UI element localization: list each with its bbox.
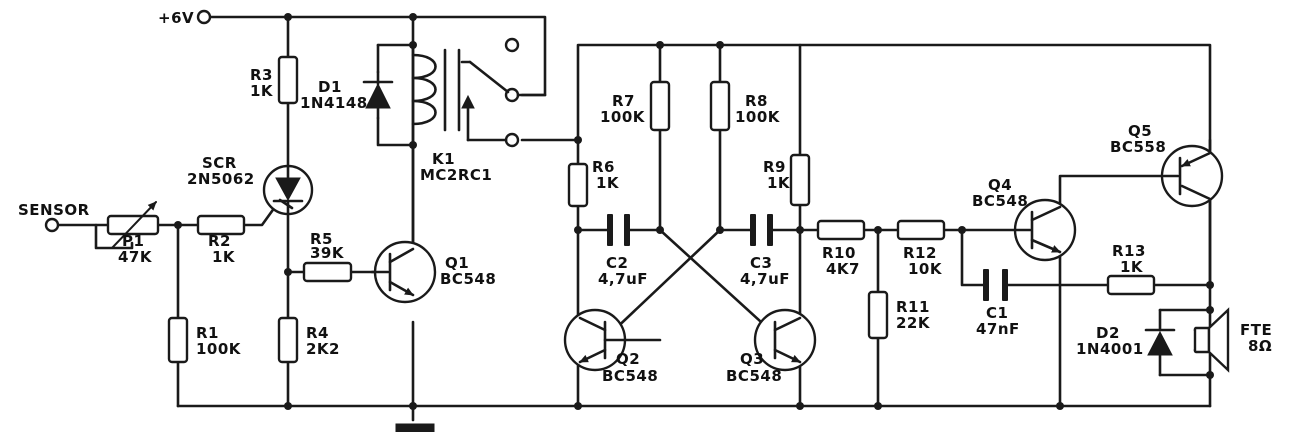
r8-ref: R8 — [745, 92, 768, 110]
r4-value: 2K2 — [306, 340, 340, 358]
transistor-q4 — [1013, 198, 1077, 262]
r6-value: 1K — [596, 174, 620, 192]
d1-value: 1N4148 — [300, 94, 368, 112]
r2-value: 1K — [212, 248, 236, 266]
r9-value: 1K — [767, 174, 791, 192]
resistor-r3 — [277, 55, 299, 105]
q4-value: BC548 — [972, 192, 1028, 210]
relay-k1 — [411, 37, 547, 148]
r7-value: 100K — [600, 108, 646, 126]
r11-value: 22K — [896, 314, 931, 332]
resistor-r1 — [167, 316, 189, 364]
capacitor-c3 — [750, 214, 773, 246]
r10-ref: R10 — [822, 244, 856, 262]
wires — [56, 15, 1212, 432]
r13-ref: R13 — [1112, 242, 1146, 260]
r7-ref: R7 — [612, 92, 635, 110]
c1-ref: C1 — [986, 304, 1008, 322]
resistor-r13 — [1106, 274, 1156, 296]
r5-value: 39K — [310, 244, 345, 262]
resistor-r7 — [649, 80, 671, 132]
q1-value: BC548 — [440, 270, 496, 288]
capacitor-c2 — [607, 214, 630, 246]
k1-value: MC2RC1 — [420, 166, 492, 184]
scr-2n5062 — [262, 164, 314, 216]
r6-ref: R6 — [592, 158, 615, 176]
r12-value: 10K — [908, 260, 943, 278]
r3-value: 1K — [250, 82, 274, 100]
c2-ref: C2 — [606, 254, 628, 272]
junctions — [174, 13, 1214, 410]
q2-value: BC548 — [602, 367, 658, 385]
fte-value: 8Ω — [1248, 337, 1272, 355]
d2-ref: D2 — [1096, 324, 1120, 342]
p1-ref: P1 — [122, 232, 144, 250]
transistor-q1 — [370, 240, 437, 304]
resistor-r9 — [789, 153, 811, 207]
q3-ref: Q3 — [740, 350, 764, 368]
r10-value: 4K7 — [826, 260, 860, 278]
q2-ref: Q2 — [616, 350, 640, 368]
resistor-r6 — [567, 162, 589, 208]
capacitor-c1 — [983, 269, 1008, 301]
c1-value: 47nF — [976, 320, 1020, 338]
q5-ref: Q5 — [1128, 122, 1152, 140]
transistor-q2 — [563, 308, 662, 372]
r1-ref: R1 — [196, 324, 219, 342]
fte-ref: FTE — [1240, 321, 1272, 339]
r13-value: 1K — [1120, 258, 1144, 276]
q1-ref: Q1 — [445, 254, 469, 272]
resistor-r8 — [709, 80, 731, 132]
ground-terminal — [395, 423, 435, 432]
scr-ref: SCR — [202, 154, 237, 172]
c3-ref: C3 — [750, 254, 772, 272]
diode-d1 — [362, 70, 394, 120]
r3-ref: R3 — [250, 66, 273, 84]
resistor-r2 — [196, 214, 246, 236]
q4-ref: Q4 — [988, 176, 1012, 194]
potentiometer-p1 — [106, 201, 160, 249]
resistor-r11 — [867, 290, 889, 340]
c2-value: 4,7uF — [598, 270, 648, 288]
supply-terminal — [196, 9, 212, 25]
c3-value: 4,7uF — [740, 270, 790, 288]
transistor-q3 — [753, 308, 817, 372]
resistor-r10 — [816, 219, 866, 241]
resistor-r4 — [277, 316, 299, 364]
r2-ref: R2 — [208, 232, 231, 250]
scr-value: 2N5062 — [187, 170, 255, 188]
labels: +6V SENSOR R3 1K D1 1N4148 SCR 2N5062 P1… — [18, 9, 1272, 385]
relay-no-contact — [504, 132, 520, 148]
r5-ref: R5 — [310, 230, 333, 248]
transistor-q5 — [1160, 138, 1224, 208]
relay-nc-contact — [504, 37, 520, 53]
q5-value: BC558 — [1110, 138, 1166, 156]
supply-label: +6V — [158, 9, 194, 27]
r9-ref: R9 — [763, 158, 786, 176]
p1-value: 47K — [118, 248, 153, 266]
d1-ref: D1 — [318, 78, 342, 96]
diode-d2 — [1144, 328, 1176, 356]
r1-value: 100K — [196, 340, 242, 358]
r11-ref: R11 — [896, 298, 930, 316]
r4-ref: R4 — [306, 324, 329, 342]
resistor-r5 — [302, 261, 353, 283]
q3-value: BC548 — [726, 367, 782, 385]
sensor-label: SENSOR — [18, 201, 90, 219]
d2-value: 1N4001 — [1076, 340, 1144, 358]
k1-ref: K1 — [432, 150, 455, 168]
speaker-fte — [1193, 307, 1230, 373]
r8-value: 100K — [735, 108, 781, 126]
r12-ref: R12 — [903, 244, 937, 262]
resistor-r12 — [896, 219, 946, 241]
sensor-terminal — [44, 217, 60, 233]
